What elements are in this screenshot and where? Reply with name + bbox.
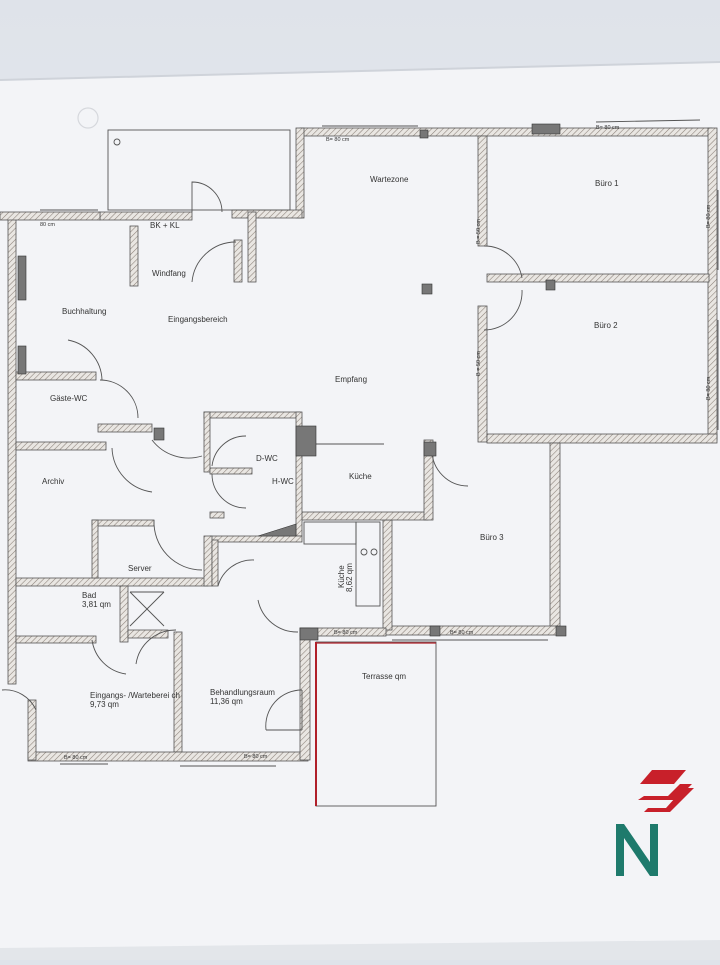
label-terrasse: Terrasse qm (362, 672, 406, 681)
label-behandlungsraum: Behandlungsraum (210, 688, 275, 697)
label-kueche-small: Küche (337, 565, 346, 588)
walls (0, 127, 718, 762)
dim-window-buero1-side: B= 80 cm (706, 204, 712, 228)
logo-letter-n (616, 824, 658, 876)
label-behandlungsraum-area: 11,36 qm (210, 697, 243, 706)
dim-window-wartezone: B= 80 cm (326, 137, 350, 143)
dim-window-kueche: B= 80 cm (334, 630, 358, 636)
label-bad: Bad (82, 591, 96, 600)
label-buero-2: Büro 2 (594, 321, 618, 330)
label-eingangsbereich: Eingangsbereich (168, 315, 228, 324)
label-server: Server (128, 564, 152, 573)
label-archiv: Archiv (42, 477, 64, 486)
label-windfang: Windfang (152, 269, 186, 278)
label-buero-1: Büro 1 (595, 179, 619, 188)
pillars (17, 123, 567, 641)
room-labels: Wartezone Büro 1 Büro 2 Büro 3 BK + KL W… (42, 175, 619, 709)
dim-door-buero1: B = 50 cm (476, 219, 482, 244)
company-logo (616, 770, 694, 876)
label-kueche-small-area: 8,62 qm (345, 563, 354, 592)
label-h-wc: H-WC (272, 477, 294, 486)
logo-stripe-3 (644, 788, 694, 812)
label-buero-3: Büro 3 (480, 533, 504, 542)
label-bad-area: 3,81 qm (82, 600, 111, 609)
label-kueche-main: Küche (349, 472, 372, 481)
dim-window-buchhaltung: 80 cm (40, 222, 55, 228)
label-empfang: Empfang (335, 375, 367, 384)
logo-stripe-1 (640, 770, 686, 784)
label-d-wc: D-WC (256, 454, 278, 463)
dim-window-eingang: B= 80 cm (64, 755, 88, 761)
dim-window-buero1: B= 80 cm (596, 125, 620, 131)
label-buchhaltung: Buchhaltung (62, 307, 106, 316)
dim-window-buero2-side: B= 80 cm (706, 376, 712, 400)
label-gaeste-wc: Gäste-WC (50, 394, 88, 403)
dim-window-buero3: B= 80 cm (450, 630, 474, 636)
label-eingang-warte: Eingangs- /Warteberei ch (90, 691, 180, 700)
dim-door-buero2: B = 50 cm (476, 351, 482, 376)
dim-window-behandlung: B= 80 cm (244, 754, 268, 760)
dimension-labels: B= 80 cm B= 80 cm 80 cm B= 80 cm B= 80 c… (40, 125, 712, 761)
thin-lines (1, 119, 719, 807)
label-bk-kl: BK + KL (150, 221, 180, 230)
label-eingang-warte-area: 9,73 qm (90, 700, 119, 709)
label-wartezone: Wartezone (370, 175, 409, 184)
